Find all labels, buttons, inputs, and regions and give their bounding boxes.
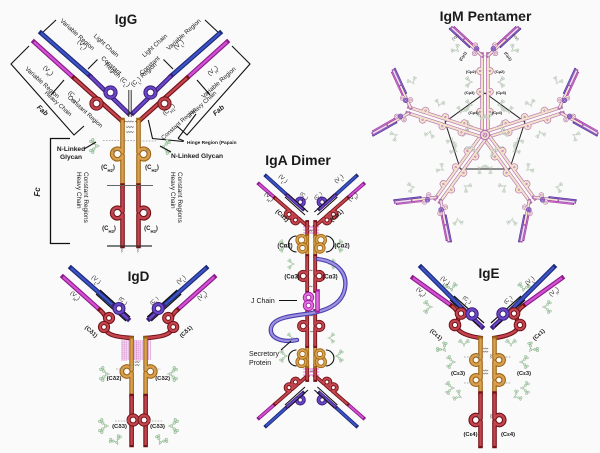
svg-text:(Cδ2): (Cδ2) [155, 376, 170, 382]
svg-text:(CH3): (CH3) [144, 226, 158, 234]
svg-text:(Vμ): (Vμ) [451, 33, 459, 41]
svg-text:Constant Regions: Constant Regions [176, 172, 183, 223]
svg-text:Secretory: Secretory [249, 351, 279, 358]
svg-text:(Cμ1): (Cμ1) [458, 50, 468, 62]
svg-text:(Cα2): (Cα2) [334, 244, 349, 250]
svg-text:(Cδ2): (Cδ2) [107, 376, 122, 382]
svg-text:Constant Regions: Constant Regions [82, 172, 89, 223]
svg-text:(CH2): (CH2) [101, 165, 115, 173]
svg-text:N-Linked Glycan: N-Linked Glycan [171, 153, 223, 160]
svg-text:(Cε4): (Cε4) [463, 432, 477, 438]
svg-text:IgG: IgG [115, 12, 138, 27]
svg-text:IgD: IgD [128, 269, 150, 284]
svg-text:(Cδ3): (Cδ3) [112, 424, 127, 430]
svg-text:(Cμ4): (Cμ4) [468, 110, 479, 115]
svg-text:(Cε3): (Cε3) [517, 371, 531, 377]
svg-text:(Cε4): (Cε4) [501, 432, 515, 438]
svg-text:(CH3): (CH3) [102, 226, 116, 234]
svg-text:(Cμ2): (Cμ2) [466, 69, 477, 74]
svg-text:(Vμ): (Vμ) [512, 33, 520, 41]
svg-text:IgM Pentamer: IgM Pentamer [440, 8, 532, 24]
svg-text:Glycan: Glycan [60, 154, 82, 161]
svg-text:Protein: Protein [249, 360, 271, 367]
svg-text:N-Linked: N-Linked [57, 146, 85, 153]
svg-text:Heavy Chain: Heavy Chain [169, 172, 176, 209]
svg-text:(Cμ2): (Cμ2) [494, 69, 505, 74]
svg-text:(CL): (CL) [297, 191, 309, 203]
svg-text:(Cδ3): (Cδ3) [150, 424, 165, 430]
svg-text:(Cε3): (Cε3) [451, 371, 465, 377]
svg-text:(Cα2): (Cα2) [277, 244, 292, 250]
svg-text:Heavy Chain: Heavy Chain [75, 172, 82, 209]
svg-text:(CH2): (CH2) [145, 165, 159, 173]
svg-text:(Cμ3): (Cμ3) [496, 90, 507, 95]
svg-text:Hinge Region (Papain: Hinge Region (Papain [187, 140, 237, 146]
svg-text:(Cμ3): (Cμ3) [464, 90, 475, 95]
svg-text:(Cα3): (Cα3) [322, 275, 337, 281]
svg-text:IgE: IgE [478, 266, 499, 281]
svg-text:(Cμ4): (Cμ4) [492, 110, 503, 115]
svg-text:Fc: Fc [33, 187, 42, 197]
svg-text:J Chain: J Chain [251, 298, 275, 305]
svg-text:(Cμ1): (Cμ1) [503, 51, 513, 63]
svg-text:(Cα3): (Cα3) [284, 275, 299, 281]
svg-text:IgA Dimer: IgA Dimer [265, 152, 331, 168]
svg-text:(CL): (CL) [313, 191, 325, 203]
